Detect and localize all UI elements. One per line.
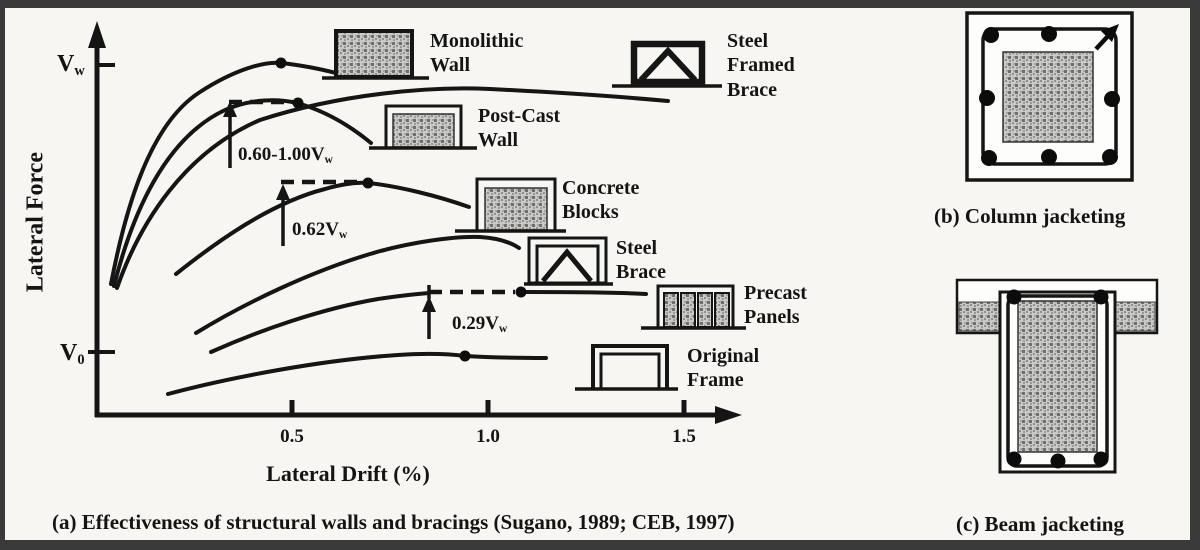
x-tick-label-1-5: 1.5	[672, 426, 696, 447]
peak-markers	[275, 57, 527, 362]
caption-c: (c) Beam jacketing	[956, 512, 1124, 536]
marker-monolithic	[275, 57, 287, 69]
annotation-precast-strength: 0.29Vw	[452, 313, 508, 336]
y-axis-arrowhead	[88, 21, 106, 48]
column-rebars	[979, 26, 1120, 166]
curves	[109, 60, 670, 396]
curve-steel-brace	[194, 234, 521, 335]
marker-concrete	[362, 177, 374, 189]
diagram-beam-jacketing	[955, 278, 1159, 474]
curve-monolithic-wall	[109, 60, 345, 286]
caption-a: (a) Effectiveness of structural walls an…	[52, 510, 735, 534]
axes	[88, 21, 742, 424]
curve-original-frame	[166, 351, 548, 396]
caption-b: (b) Column jacketing	[934, 204, 1126, 228]
column-core-concrete	[1002, 51, 1094, 143]
marker-postcast	[292, 97, 304, 109]
icon-steel-framed-brace	[612, 40, 722, 88]
marker-original	[459, 350, 471, 362]
beam-core-concrete	[1017, 300, 1098, 453]
curve-steel-framed-brace	[115, 86, 670, 290]
curve-concrete-blocks	[174, 180, 471, 276]
icon-steel-brace	[524, 236, 613, 286]
icon-precast-panels	[641, 284, 746, 330]
x-tick-label-1-0: 1.0	[476, 426, 500, 447]
annotation-concrete-strength: 0.62Vw	[292, 219, 348, 242]
annotation-postcast-strength: 0.60-1.00Vw	[238, 144, 333, 167]
y-axis-title: Lateral Force	[22, 151, 49, 293]
curve-postcast-wall	[112, 98, 373, 288]
x-tick-label-0-5: 0.5	[280, 426, 304, 447]
icon-concrete-blocks	[455, 177, 566, 233]
marker-precast	[515, 286, 527, 298]
y-tick-label-vw: Vw	[57, 51, 85, 80]
arrow-concrete-head	[276, 184, 290, 200]
peak-annotations	[223, 99, 515, 339]
icon-original-frame	[575, 344, 678, 391]
curve-precast-panels	[209, 291, 431, 354]
icon-monolithic-wall	[322, 29, 429, 80]
beam-rebars	[1006, 289, 1109, 469]
y-tick-label-v0: V0	[60, 340, 85, 369]
arrow-precast-head	[422, 296, 436, 312]
arrow-postcast-head	[223, 101, 237, 117]
icon-postcast-wall	[369, 104, 477, 150]
x-axis-arrowhead	[715, 406, 742, 424]
diagram-column-jacketing	[965, 11, 1134, 182]
column-jacket-pointer-icon	[1094, 24, 1119, 51]
curve-precast-panels-tail	[525, 290, 648, 296]
x-axis-title: Lateral Drift (%)	[266, 461, 430, 486]
